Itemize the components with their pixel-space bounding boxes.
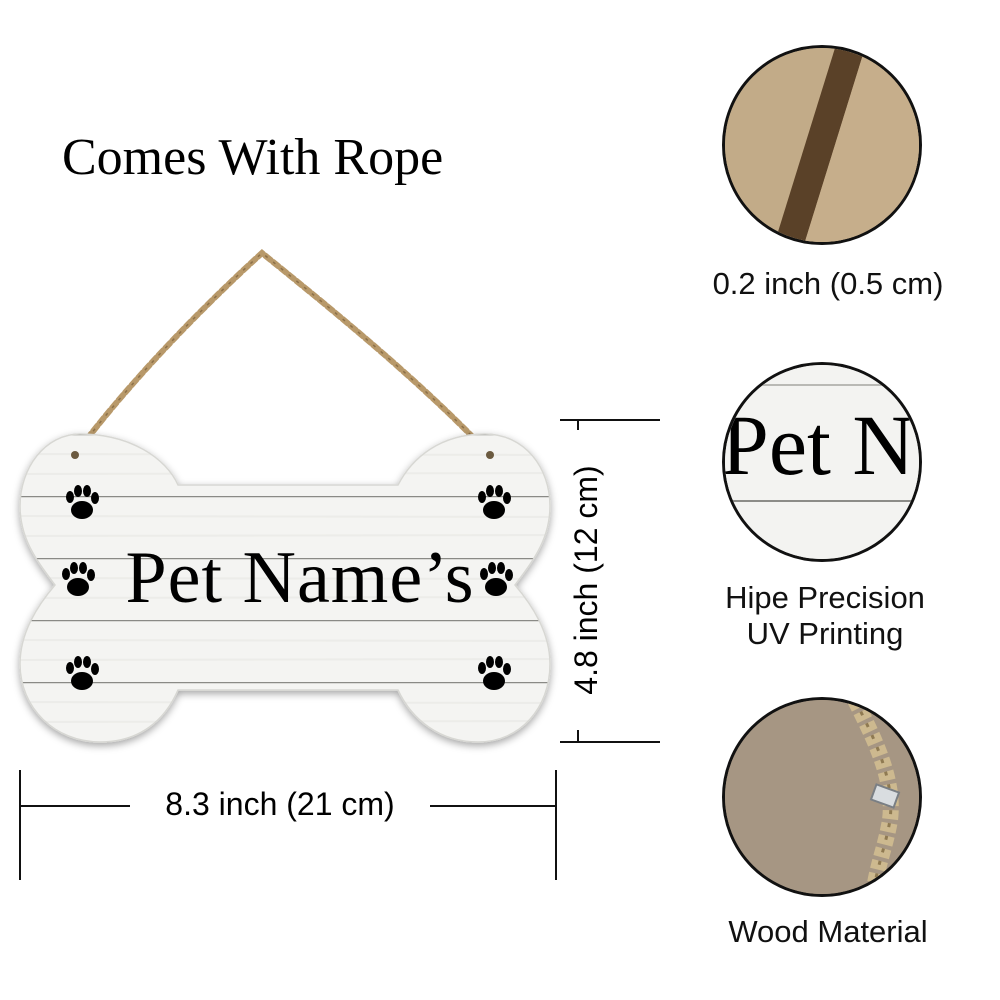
printing-detail-circle: Pet N <box>722 362 922 562</box>
paw-print-icon <box>480 562 513 596</box>
zoomed-print-text: Pet N <box>722 397 915 493</box>
sign-title: Pet Name’s <box>125 537 475 619</box>
height-dimension-label: 4.8 inch (12 cm) <box>568 465 604 695</box>
wood-caption: Wood Material <box>728 914 928 949</box>
printing-caption: Hipe Precision UV Printing <box>725 580 925 651</box>
bone-sign-illustration <box>19 249 551 743</box>
thickness-detail-circle <box>722 45 922 245</box>
paw-print-icon <box>62 562 95 596</box>
wood-detail-circle <box>722 697 922 897</box>
heading: Comes With Rope <box>62 129 444 186</box>
paw-print-icon <box>66 485 99 519</box>
paw-print-icon <box>66 656 99 690</box>
thickness-caption: 0.2 inch (0.5 cm) <box>712 266 944 301</box>
paw-print-icon <box>478 656 511 690</box>
paw-print-icon <box>478 485 511 519</box>
bone-board <box>19 433 551 743</box>
width-dimension-label: 8.3 inch (21 cm) <box>130 786 430 823</box>
